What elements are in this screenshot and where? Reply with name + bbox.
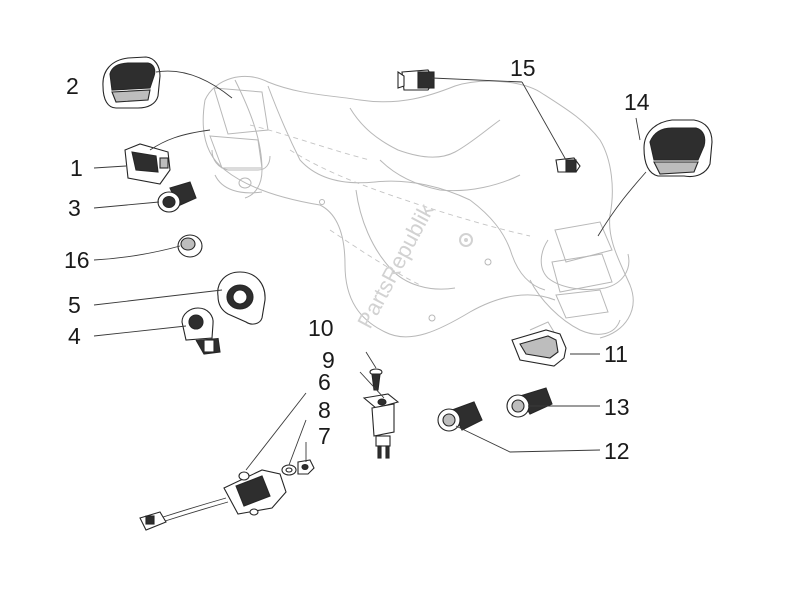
bulb-part-bottom [555,157,581,173]
ignition-bezel-part [217,271,266,325]
watermark-gear-icon [459,233,473,247]
callout-9: 9 [322,347,335,373]
callout-10: 10 [308,315,334,341]
switch-assembly-part [139,469,287,531]
callout-labels: 2 1 3 16 5 4 10 9 6 8 7 15 14 11 13 12 [64,55,650,464]
leader-lines [93,70,647,471]
callout-14: 14 [624,89,650,115]
watermark-text: PartsRepublik [352,199,439,333]
callout-6: 6 [318,369,331,395]
push-button-part [157,181,197,213]
indicator-button-part [506,387,553,418]
light-switch-part [124,143,171,185]
callout-8: 8 [318,397,331,423]
callout-7: 7 [318,423,331,449]
callout-3: 3 [68,195,81,221]
nut-part [297,459,315,475]
cover-plate-part [511,329,567,367]
button-cap-part [177,234,203,258]
callout-4: 4 [68,323,81,349]
callout-12: 12 [604,438,630,464]
callout-13: 13 [604,394,630,420]
callout-2: 2 [66,73,79,99]
washer-part [281,464,297,476]
bulb-part-top [397,69,435,91]
callout-11: 11 [604,341,628,367]
callout-1: 1 [70,155,83,181]
callout-16: 16 [64,247,90,273]
right-switch-cover-part [643,119,713,178]
callout-5: 5 [68,292,81,318]
stop-switch-part [362,393,400,459]
handlebar-body-outline [202,75,634,339]
switch-cover-part [102,56,161,109]
ignition-lock-part [181,307,221,355]
screw-part [369,368,383,391]
horn-button-part [437,401,483,432]
callout-15: 15 [510,55,536,81]
